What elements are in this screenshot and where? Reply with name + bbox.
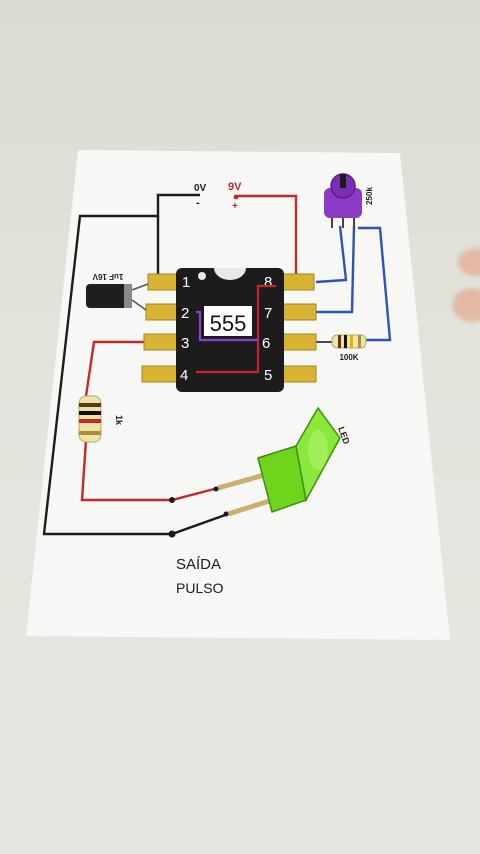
pin-number-6: 6: [262, 335, 270, 352]
resistor-1k-band-3: [79, 419, 101, 423]
pin-3: [143, 333, 181, 351]
supply-minus-label: -: [196, 197, 200, 209]
hand-finger-1: [458, 248, 480, 276]
supply-0v-label: 0V: [194, 183, 207, 194]
capacitor: 1uF 16V: [86, 272, 149, 311]
vcc-wire: [236, 194, 298, 280]
pin-number-1: 1: [182, 274, 190, 291]
lead-dot-anode: [213, 486, 219, 492]
resistor-1k-label: 1k: [114, 415, 124, 426]
supply-9v-label: 9V: [228, 181, 242, 193]
resistor-100k-band-4: [358, 335, 361, 348]
chip-notch: [214, 268, 246, 280]
pin-number-4: 4: [180, 367, 188, 384]
pin-number-7: 7: [264, 305, 272, 322]
pin-number-8: 8: [264, 274, 272, 291]
resistor-100k: 100K: [331, 334, 367, 362]
capacitor-lead-2: [131, 299, 147, 311]
led: LED: [217, 406, 352, 517]
pot-wire-a: [315, 225, 348, 284]
ic-555: 555 1 2 3 4 5 6 7 8: [141, 268, 317, 392]
chip-trace-purple-top: [196, 310, 258, 342]
output-label-pulso: PULSO: [176, 580, 224, 596]
capacitor-body: [86, 284, 132, 308]
pot-knob-slot: [340, 174, 346, 188]
resistor-1k-band-4: [79, 431, 101, 435]
capacitor-label: 1uF 16V: [92, 272, 123, 281]
resistor-100k-band-1: [338, 335, 341, 348]
output-wire: [84, 340, 150, 397]
pot-wire-b: [316, 225, 356, 314]
junction-red: [169, 497, 175, 503]
chip-dot: [198, 272, 206, 280]
resistor-1k-band-1: [79, 403, 101, 407]
resistor-100k-band-3: [350, 335, 353, 348]
pin-number-3: 3: [181, 335, 189, 352]
chip-label-box: [204, 306, 252, 336]
output-label-saida: SAÍDA: [176, 556, 221, 573]
pot-label: 250k: [365, 187, 374, 205]
resistor-1k: 1k: [78, 395, 124, 443]
resistor-100k-label: 100K: [339, 353, 358, 362]
resistor-1k-band-2: [79, 411, 101, 415]
resistor-100k-band-2: [344, 335, 347, 348]
capacitor-stripe: [124, 284, 132, 308]
pin-number-5: 5: [264, 367, 272, 384]
potentiometer: 250k: [324, 173, 374, 228]
pin-number-2: 2: [181, 305, 189, 322]
pot-wire-c: [358, 226, 392, 342]
chip-label: 555: [210, 311, 247, 336]
led-lens: [308, 430, 328, 470]
paper-sheet: [26, 150, 450, 640]
lead-dot-cathode: [223, 511, 229, 517]
output-wire-lower: [80, 439, 219, 502]
pot-body: [324, 188, 362, 218]
pin-4: [141, 365, 179, 383]
junction-black: [168, 530, 176, 538]
supply-plus-label: +: [232, 201, 238, 212]
supply-positive-node: [233, 194, 239, 200]
chip-trace-red-top: [196, 284, 276, 374]
capacitor-lead: [131, 283, 149, 291]
hand-finger-2: [452, 288, 480, 322]
